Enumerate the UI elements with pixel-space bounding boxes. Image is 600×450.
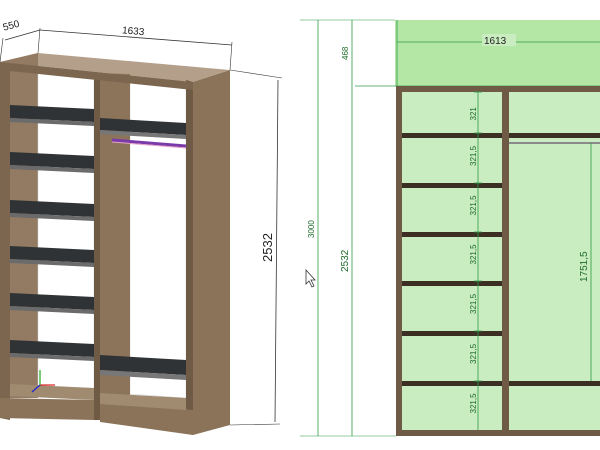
cabinet-base-top-left <box>10 384 94 400</box>
iso-shelf-5 <box>10 293 94 310</box>
iso-shelf-2 <box>10 152 94 169</box>
front-shelf-4 <box>402 281 502 286</box>
cabinet-right-side <box>193 70 230 435</box>
front-shelf-6 <box>402 381 502 386</box>
height-label: 2532 <box>260 233 275 262</box>
front-shelf-3 <box>402 232 502 237</box>
width-dim-line <box>39 29 233 46</box>
front-shelf-2 <box>402 183 502 188</box>
iso-shelf-edge-4 <box>10 259 94 267</box>
right-bottom-shelf-front <box>509 381 600 386</box>
left-section-panel <box>402 92 502 430</box>
shelf-dim-label-1: 321 <box>469 107 478 121</box>
iso-shelf-1 <box>10 105 94 122</box>
iso-shelf-3 <box>10 200 94 217</box>
shelf-dimensions: 321 321,5 321,5 321,5 321,5 321,5 321,5 <box>469 91 482 414</box>
top-gap-white <box>355 20 395 86</box>
shelf-dim-label-6: 321,5 <box>469 343 478 364</box>
front-shelf-1 <box>402 133 502 138</box>
front-shelf-5 <box>402 331 502 336</box>
cabinet-base-top-right <box>100 393 186 410</box>
iso-shelf-edge-3 <box>10 213 94 221</box>
iso-shelf-edge-6 <box>10 353 94 361</box>
shelf-dim-label-5: 321,5 <box>469 293 478 314</box>
iso-shelf-4 <box>10 246 94 263</box>
cabinet-base <box>0 398 94 420</box>
height-dim-line <box>274 79 279 423</box>
front-elevation: 1613 321 321,5 321,5 321,5 321,5 321,5 321,5 1… <box>300 19 600 437</box>
width-ext-right <box>229 41 233 71</box>
cabinet-height-label: 2532 <box>340 249 351 272</box>
right-section-panel <box>509 92 600 430</box>
total-height-label: 3000 <box>307 220 316 238</box>
depth-ext-1 <box>0 37 4 63</box>
shelf-dim-label-7: 321,5 <box>469 393 478 414</box>
top-width-label-bg <box>482 34 516 46</box>
shelf-dim-label-4: 321,5 <box>469 244 478 265</box>
right-top-shelf <box>100 118 186 135</box>
hanging-rail <box>111 138 187 148</box>
iso-shelf-edge-5 <box>10 306 94 314</box>
top-width-label: 1613 <box>484 36 507 47</box>
depth-dim-line <box>4 29 41 41</box>
shelf-dim-label-3: 321,5 <box>469 195 478 216</box>
right-bottom-shelf-edge <box>100 370 186 380</box>
cabinet-front-left-stile <box>0 62 10 420</box>
cabinet-top-face <box>0 53 230 82</box>
right-bottom-shelf <box>100 355 186 375</box>
mouse-cursor-icon <box>305 268 316 288</box>
iso-shelf-edge-2 <box>10 165 94 173</box>
right-top-shelf-edge <box>100 130 186 139</box>
axis-z <box>31 384 41 393</box>
hanging-height-label: 1751,5 <box>579 251 590 282</box>
depth-label: 550 <box>2 19 21 34</box>
top-gap-label: 468 <box>341 46 350 60</box>
iso-shelf-edge-1 <box>10 118 94 126</box>
cabinet-front-right-stile <box>186 80 193 435</box>
hanging-rail-highlight <box>111 141 187 149</box>
iso-shelf-6 <box>10 340 94 357</box>
center-divider <box>502 86 509 436</box>
front-shelves <box>402 133 502 386</box>
depth-ext-2 <box>37 27 41 54</box>
width-label: 1633 <box>122 25 146 38</box>
cabinet-middle-divider-edge <box>94 73 100 420</box>
shelf-dim-label-2: 321,5 <box>469 145 478 166</box>
isometric-view: 550 1633 2532 <box>0 19 283 435</box>
right-top-shelf-front <box>509 133 600 138</box>
top-gap-zone <box>395 20 600 86</box>
height-ext-bottom <box>229 423 281 426</box>
isometric-shelves <box>10 105 94 361</box>
height-ext-top <box>229 69 283 79</box>
cabinet-middle-divider <box>94 73 130 420</box>
cabinet-top-rail <box>0 62 193 90</box>
